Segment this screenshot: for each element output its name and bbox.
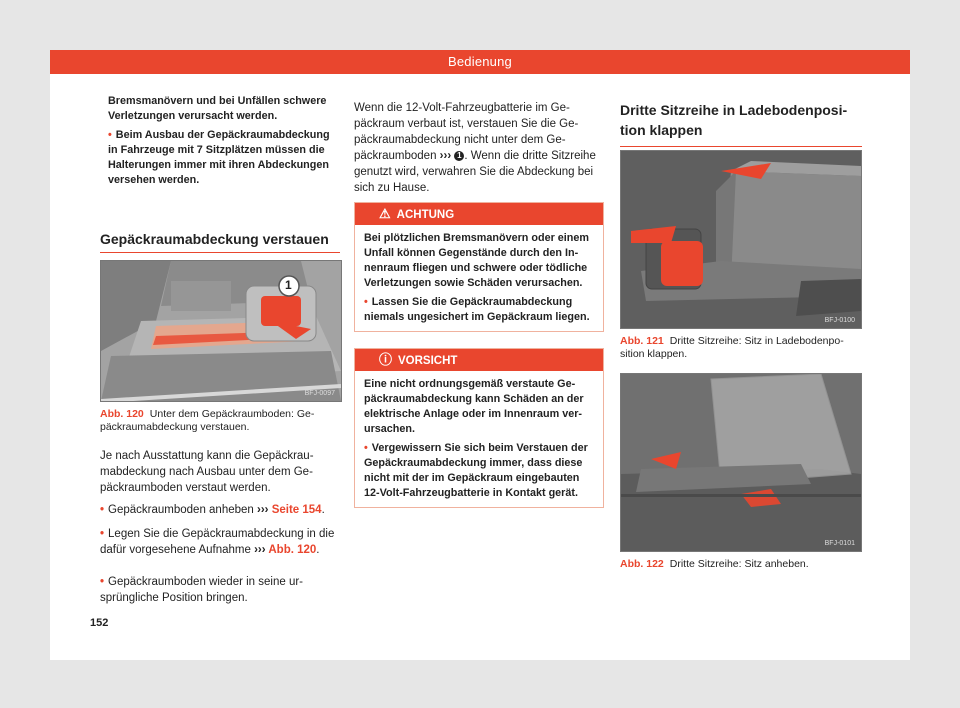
paragraph-text: . Wenn die dritte Sitzrei­he genutzt wir… — [354, 150, 596, 194]
figure-caption-text: Dritte Sitzreihe: Sitz anheben. — [669, 558, 809, 570]
figure-code: BFJ-0100 — [824, 317, 855, 324]
intro-paragraph: Je nach Ausstattung kann die Gepäckrau­m… — [100, 450, 314, 494]
vorsicht-header: ⓘ VORSICHT — [355, 349, 603, 371]
trunk-illustration — [101, 261, 341, 401]
figure-reference-link[interactable]: Abb. 120 — [265, 544, 317, 556]
figure-122-image: BFJ-0101 — [620, 373, 862, 552]
section-rule — [100, 252, 340, 253]
figure-label: Abb. 120 — [100, 408, 144, 420]
warning-triangle-icon: ⚠ — [379, 206, 391, 221]
step-text: Legen Sie die Gepäckraumabdeckung in die… — [100, 528, 335, 556]
achtung-bullet: •Lassen Sie die Gepäckraumabdeckung niem… — [364, 295, 594, 325]
manual-page: Bedienung Bremsmanövern und bei Unfällen… — [50, 50, 910, 660]
section-title: Gepäckraumabdeckung verstauen — [100, 231, 329, 247]
page-number: 152 — [90, 617, 109, 629]
chevron-icon: ››› — [257, 504, 269, 516]
figure-code: BFJ-0097 — [304, 390, 335, 397]
figure-code: BFJ-0101 — [824, 540, 855, 547]
achtung-body: Bei plötzlichen Bremsmanövern oder einem… — [355, 225, 603, 331]
seat-fold-illustration — [621, 151, 861, 328]
bullet-icon: • — [100, 504, 105, 516]
bullet-icon: • — [100, 576, 105, 588]
achtung-bullet-text: Lassen Sie die Gepäckraumabdeckung niema… — [364, 296, 590, 323]
seat-lift-illustration — [621, 374, 861, 551]
page-reference-link[interactable]: Seite 154 — [268, 504, 322, 516]
figure-120-image: 1 BFJ-0097 — [100, 260, 342, 402]
paragraph-text: Wenn die 12-Volt-Fahrzeugbatterie im Ge­… — [354, 102, 579, 162]
achtung-header: ⚠ ACHTUNG — [355, 203, 603, 225]
vorsicht-text: Eine nicht ordnungsgemäß verstaute Ge­pä… — [364, 378, 584, 435]
vorsicht-title: VORSICHT — [398, 355, 458, 367]
chevron-icon: ››› — [254, 544, 266, 556]
step-tail: . — [316, 544, 320, 556]
vorsicht-bullet: •Vergewissern Sie sich beim Verstauen de… — [364, 441, 594, 501]
achtung-box: ⚠ ACHTUNG Bei plötzlichen Bremsmanövern o… — [354, 202, 604, 332]
page-header: Bedienung — [50, 50, 910, 74]
bullet-icon: • — [364, 442, 368, 454]
step-text: Gepäckraumboden anheben — [108, 504, 258, 516]
figure-caption-text: Dritte Sitzreihe: Sitz in Ladebodenpo­si… — [620, 335, 844, 360]
continued-warning-text: Bremsmanövern und bei Unfällen schwere V… — [100, 88, 340, 194]
figure-label: Abb. 121 — [620, 335, 664, 347]
step-2: •Legen Sie die Gepäckraumabdeckung in di… — [100, 526, 340, 558]
step-tail: . — [321, 504, 325, 516]
figure-caption-text: Unter dem Gepäckraumboden: Ge­päckraumab… — [100, 408, 315, 433]
achtung-title: ACHTUNG — [396, 209, 455, 221]
continued-warning-bullet-text: Beim Ausbau der Gepäckraumabde­ckung in … — [108, 129, 330, 186]
step-text: Gepäckraumboden wieder in seine ur­sprün… — [100, 576, 304, 604]
section-title-right: Dritte Sitzreihe in Ladebodenposi­tion k… — [620, 102, 848, 138]
warning-ref-circle[interactable]: 1 — [454, 150, 465, 161]
vorsicht-body: Eine nicht ordnungsgemäß verstaute Ge­pä… — [355, 371, 603, 507]
chevron-icon: ››› — [439, 150, 452, 162]
vorsicht-bullet-text: Vergewissern Sie sich beim Verstauen der… — [364, 442, 588, 499]
figure-122-caption: Abb. 122 Dritte Sitzreihe: Sitz anheben. — [620, 558, 862, 571]
step-1: •Gepäckraumboden anheben ››› Seite 154. — [100, 502, 340, 518]
vorsicht-box: ⓘ VORSICHT Eine nicht ordnungsgemäß verst… — [354, 348, 604, 508]
callout-1: 1 — [285, 278, 292, 292]
continued-warning-line: Bremsmanövern und bei Unfällen schwere V… — [108, 95, 327, 122]
figure-label: Abb. 122 — [620, 558, 664, 570]
bullet-icon: • — [100, 528, 105, 540]
section-rule-right — [620, 146, 862, 147]
bullet-icon: • — [364, 296, 368, 308]
continued-warning-bullet: •Beim Ausbau der Gepäckraumabde­ckung in… — [100, 128, 340, 194]
info-circle-icon: ⓘ — [379, 352, 393, 367]
figure-121-image: BFJ-0100 — [620, 150, 862, 329]
achtung-text: Bei plötzlichen Bremsmanövern oder einem… — [364, 232, 589, 289]
step-3: •Gepäckraumboden wieder in seine ur­sprü… — [100, 574, 340, 606]
battery-paragraph: Wenn die 12-Volt-Fahrzeugbatterie im Ge­… — [354, 100, 602, 196]
bullet-icon: • — [108, 129, 112, 141]
